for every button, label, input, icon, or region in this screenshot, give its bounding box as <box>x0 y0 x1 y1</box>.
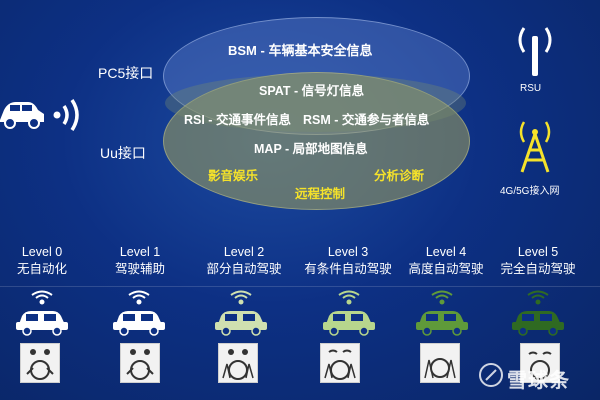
level-desc: 部分自动驾驶 <box>206 262 282 276</box>
level-name: Level 3 <box>327 245 369 259</box>
level-1: Level 1 驾驶辅助 <box>90 244 190 278</box>
level-name: Level 1 <box>119 245 161 259</box>
level-3-car-icon <box>323 290 375 336</box>
level-desc: 完全自动驾驶 <box>500 262 576 276</box>
level-name: Level 5 <box>517 245 559 259</box>
pc5-interface-label: PC5接口 <box>98 65 154 81</box>
uu-ellipse <box>163 72 470 210</box>
level-0-driver-icon <box>20 343 60 383</box>
level-5-car-icon <box>512 290 564 336</box>
rsm-label: RSM - 交通参与者信息 <box>303 113 430 127</box>
level-2: Level 2 部分自动驾驶 <box>194 244 294 278</box>
level-5: Level 5 完全自动驾驶 <box>488 244 588 278</box>
level-name: Level 0 <box>21 245 63 259</box>
level-desc: 无自动化 <box>16 262 67 276</box>
rsu-label: RSU <box>520 83 542 94</box>
level-3: Level 3 有条件自动驾驶 <box>298 244 398 278</box>
overlap-region <box>165 74 466 132</box>
diagnostics-label: 分析诊断 <box>374 169 425 183</box>
rsi-label: RSI - 交通事件信息 <box>184 113 291 127</box>
levels-divider <box>0 286 600 287</box>
level-desc: 高度自动驾驶 <box>408 262 484 276</box>
media-label: 影音娱乐 <box>208 169 259 183</box>
level-2-driver-icon <box>218 343 258 383</box>
bsm-label: BSM - 车辆基本安全信息 <box>228 43 373 58</box>
level-1-driver-icon <box>120 343 160 383</box>
remote-control-label: 远程控制 <box>295 187 346 201</box>
level-0-car-icon <box>16 290 68 336</box>
level-name: Level 4 <box>425 245 467 259</box>
level-4-car-icon <box>416 290 468 336</box>
level-3-driver-icon <box>320 343 360 383</box>
level-0: Level 0 无自动化 <box>0 244 92 278</box>
level-name: Level 2 <box>223 245 265 259</box>
level-5-driver-icon <box>520 343 560 383</box>
cell-tower-icon <box>519 121 551 173</box>
map-label: MAP - 局部地图信息 <box>254 142 368 156</box>
rsu-antenna-icon <box>518 27 552 76</box>
network-label: 4G/5G接入网 <box>500 186 560 197</box>
car-icon <box>0 102 44 129</box>
level-2-car-icon <box>215 290 267 336</box>
spat-label: SPAT - 信号灯信息 <box>259 84 365 98</box>
level-4: Level 4 高度自动驾驶 <box>396 244 496 278</box>
watermark-text: 雪球条 <box>507 370 570 392</box>
level-desc: 有条件自动驾驶 <box>304 262 392 276</box>
level-1-car-icon <box>113 290 165 336</box>
wireless-signal-icon <box>53 99 79 131</box>
level-desc: 驾驶辅助 <box>114 262 165 276</box>
uu-interface-label: Uu接口 <box>100 145 146 161</box>
watermark-logo-icon <box>479 363 503 387</box>
level-4-driver-icon <box>420 343 460 383</box>
